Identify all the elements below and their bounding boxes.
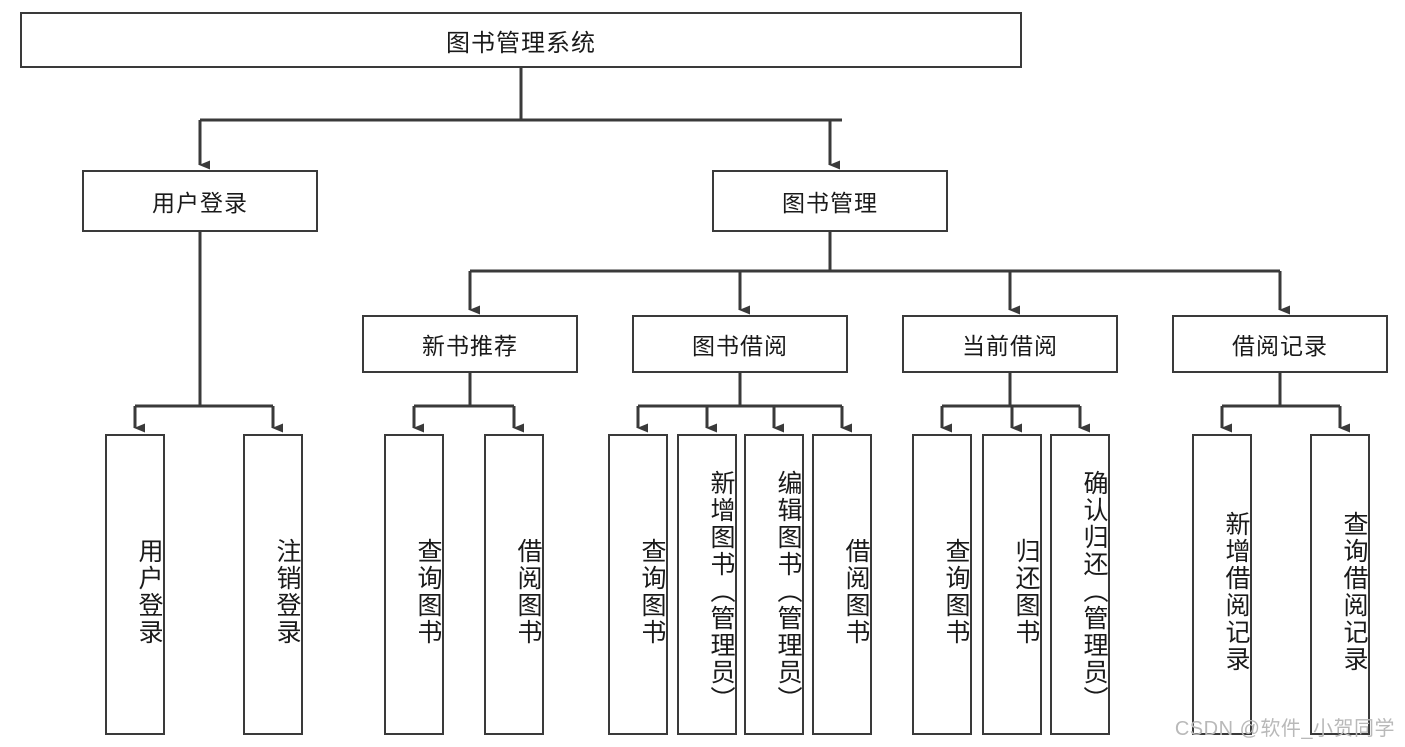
leaf-confirm-return-admin[interactable]: 确认归还（管理员） — [1050, 434, 1110, 735]
leaf-query-borrow-record[interactable]: 查询借阅记录 — [1310, 434, 1370, 735]
leaf-edit-book-admin[interactable]: 编辑图书（管理员） — [744, 434, 804, 735]
node-new-book-recommend[interactable]: 新书推荐 — [362, 315, 578, 373]
node-current-borrow[interactable]: 当前借阅 — [902, 315, 1118, 373]
watermark-text: CSDN @软件_小贺同学 — [1174, 718, 1395, 740]
leaf-add-borrow-record[interactable]: 新增借阅记录 — [1192, 434, 1252, 735]
leaf-query-book-recommend[interactable]: 查询图书 — [384, 434, 444, 735]
node-borrow-record[interactable]: 借阅记录 — [1172, 315, 1388, 373]
leaf-add-book-admin[interactable]: 新增图书（管理员） — [677, 434, 737, 735]
leaf-query-book-borrow[interactable]: 查询图书 — [608, 434, 668, 735]
leaf-query-book-current[interactable]: 查询图书 — [912, 434, 972, 735]
node-root-system[interactable]: 图书管理系统 — [20, 12, 1022, 68]
leaf-borrow-book-recommend[interactable]: 借阅图书 — [484, 434, 544, 735]
leaf-return-book[interactable]: 归还图书 — [982, 434, 1042, 735]
leaf-user-login[interactable]: 用户登录 — [105, 434, 165, 735]
node-book-borrow[interactable]: 图书借阅 — [632, 315, 848, 373]
node-user-login[interactable]: 用户登录 — [82, 170, 318, 232]
node-book-manage[interactable]: 图书管理 — [712, 170, 948, 232]
leaf-borrow-book[interactable]: 借阅图书 — [812, 434, 872, 735]
leaf-logout-login[interactable]: 注销登录 — [243, 434, 303, 735]
